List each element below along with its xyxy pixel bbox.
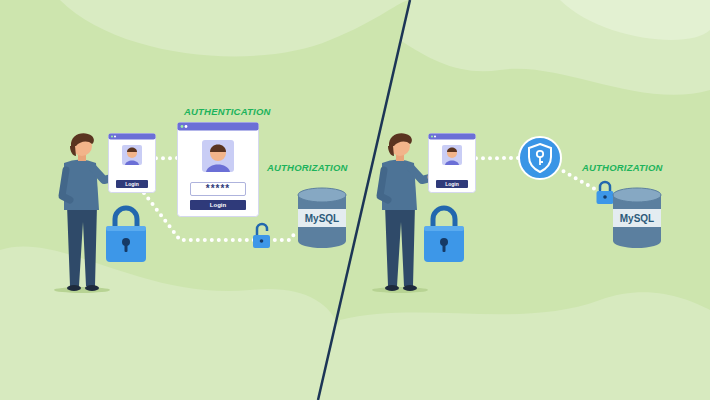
blob	[560, 0, 710, 40]
database-logo-text: MySQL	[305, 213, 339, 224]
section-label: AUTHENTICATION	[184, 106, 271, 117]
blob	[400, 0, 710, 95]
padlock-icon	[106, 208, 146, 262]
person-figure	[54, 133, 117, 293]
database-cylinder: MySQL	[297, 188, 347, 248]
login-button: Login	[436, 180, 468, 188]
person-figure	[372, 133, 435, 293]
database-cylinder: MySQL	[612, 188, 662, 248]
blob	[318, 292, 710, 400]
section-label: AUTHORIZATION	[582, 162, 663, 173]
password-field: *****	[190, 182, 246, 196]
small-padlock-icon	[597, 182, 614, 204]
phone-card: Login	[428, 133, 476, 193]
database-logo-text: MySQL	[620, 213, 654, 224]
blob	[60, 0, 410, 56]
dotted-connector	[156, 156, 177, 160]
section-label: AUTHORIZATION	[267, 162, 348, 173]
phone-card: Login	[108, 133, 156, 193]
login-card: ***** Login	[177, 122, 259, 217]
login-button: Login	[116, 180, 148, 188]
shield-key-icon	[519, 137, 561, 179]
padlock-icon	[424, 208, 464, 262]
login-button: Login	[190, 200, 246, 210]
open-padlock-icon	[253, 224, 270, 248]
blob	[0, 246, 340, 400]
